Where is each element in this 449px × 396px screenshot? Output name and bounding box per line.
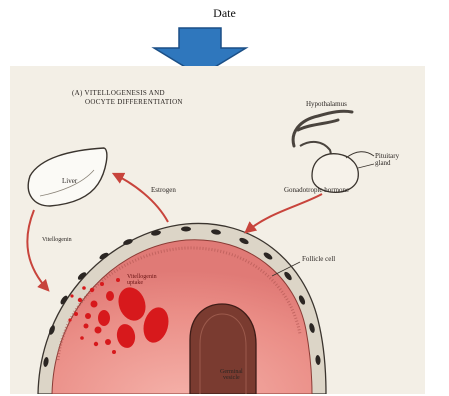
estrogen-arrow (114, 174, 168, 222)
uptake-label-line2: uptake (127, 280, 157, 286)
diagram-title-line1: (A) VITELLOGENESIS AND (72, 90, 165, 97)
diagram-title-line2: OOCYTE DIFFERENTIATION (85, 99, 183, 106)
liver-label: Liver (62, 178, 77, 185)
hypothalamus (293, 111, 352, 146)
vitellogenin-arrow (27, 210, 48, 290)
vitellogenin-label: Vitellogenin (42, 237, 72, 243)
pituitary-label-line2: gland (375, 160, 399, 167)
estrogen-label: Estrogen (151, 187, 176, 194)
germinal-label-line2: vesicle (220, 375, 243, 381)
vitellogenin-uptake-label: Vitellogenin uptake (127, 274, 157, 287)
germinal-vesicle-label: Germinal vesicle (220, 369, 243, 382)
follicle-cell-label: Follicle cell (302, 256, 335, 263)
pituitary-label: Pituitary gland (375, 153, 399, 168)
hypothalamus-label: Hypothalamus (306, 101, 347, 108)
gonadotropin-arrow (246, 194, 322, 232)
gonadotropic-hormone-label: Gonadotropic hormone (284, 187, 349, 194)
